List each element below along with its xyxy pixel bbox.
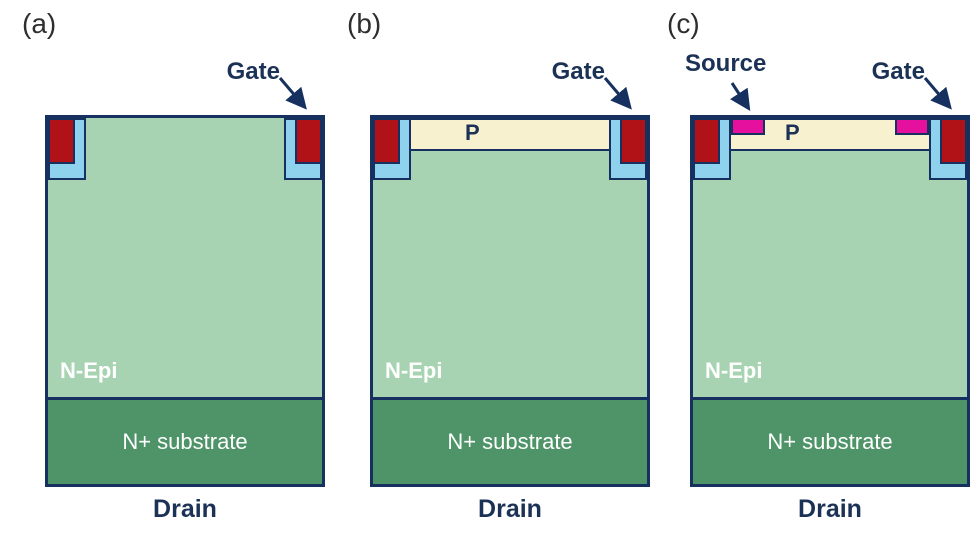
n-epi-label: N-Epi [385, 358, 443, 383]
panel-b: (b) Gate P N-Epi N+ substrate Drain [345, 0, 657, 541]
gate-arrow-icon [923, 77, 952, 110]
gate-trench-right [940, 118, 967, 164]
panel-c: (c) Source Gate P N-Epi N+ substrate Dra… [665, 0, 977, 541]
substrate-region: N+ substrate [373, 397, 647, 484]
gate-trench-right [295, 118, 322, 164]
gate-trench-left [693, 118, 720, 164]
gate-trench-right [620, 118, 647, 164]
panel-a: (a) Gate N-Epi N+ substrate Drain [20, 0, 332, 541]
device-cross-section-c: P N-Epi N+ substrate [690, 115, 970, 487]
panel-c-tag: (c) [667, 8, 700, 39]
p-well-layer [405, 118, 615, 151]
p-well-label: P [465, 120, 480, 145]
source-region-left [731, 118, 765, 135]
substrate-label: N+ substrate [447, 429, 573, 454]
source-region-right [895, 118, 929, 135]
device-cross-section-a: N-Epi N+ substrate [45, 115, 325, 487]
drain-label: Drain [153, 495, 217, 523]
source-arrow-icon [730, 82, 751, 112]
substrate-label: N+ substrate [122, 429, 248, 454]
gate-arrow-icon [278, 77, 307, 110]
substrate-region: N+ substrate [693, 397, 967, 484]
substrate-region: N+ substrate [48, 397, 322, 484]
panel-a-tag: (a) [22, 8, 57, 39]
n-epi-label: N-Epi [705, 358, 763, 383]
substrate-label: N+ substrate [767, 429, 893, 454]
gate-label: Gate [551, 58, 605, 85]
gate-trench-left [373, 118, 400, 164]
drain-label: Drain [798, 495, 862, 523]
source-label: Source [685, 50, 767, 77]
gate-arrow-icon [603, 77, 632, 110]
panel-b-tag: (b) [347, 8, 382, 39]
gate-trench-left [48, 118, 75, 164]
drain-label: Drain [478, 495, 542, 523]
gate-label: Gate [871, 58, 925, 85]
n-epi-label: N-Epi [60, 358, 118, 383]
device-cross-section-b: P N-Epi N+ substrate [370, 115, 650, 487]
gate-label: Gate [226, 58, 280, 85]
p-well-label: P [785, 120, 800, 145]
